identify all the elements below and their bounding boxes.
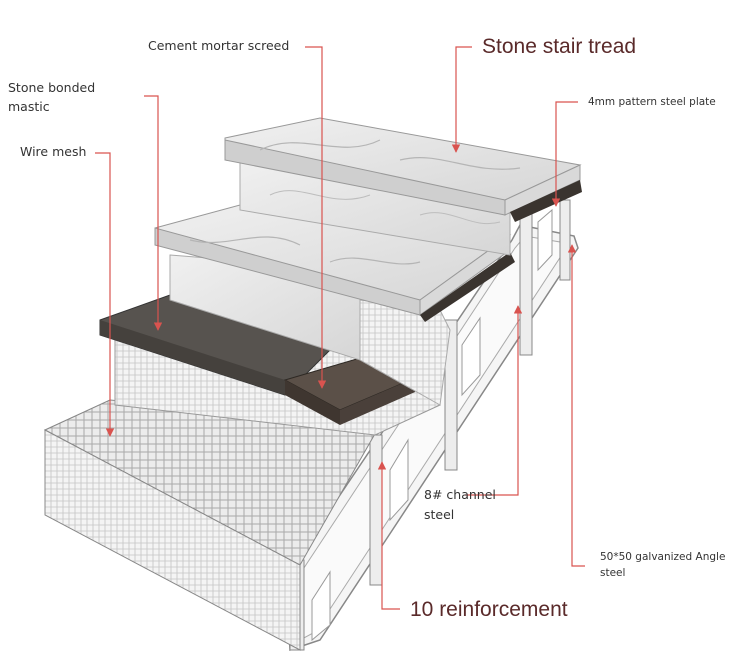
leader-stone-stair-tread	[451, 46, 472, 153]
leader-lines	[95, 46, 585, 610]
leader-pattern-steel-plate	[551, 101, 578, 207]
angle-steel-post	[369, 434, 383, 586]
label-reinforcement: 10 reinforcement	[410, 598, 568, 621]
third-step	[154, 204, 515, 406]
pattern-steel-plate-top	[510, 180, 582, 222]
label-cement-mortar-screed: Cement mortar screed	[148, 38, 290, 53]
label-stone-bonded-mastic-1: Stone bonded	[8, 80, 96, 95]
label-angle-steel-2: steel	[600, 567, 626, 579]
angle-steel-post	[519, 204, 533, 356]
label-wire-mesh: Wire mesh	[20, 144, 87, 159]
leader-reinforcement	[377, 461, 400, 610]
label-angle-steel-1: 50*50 galvanized Angle	[600, 551, 726, 563]
pattern-steel-plate	[420, 252, 515, 322]
leader-channel-steel	[465, 305, 523, 496]
label-stone-bonded-mastic-2: mastic	[8, 99, 50, 114]
leader-angle-steel	[567, 244, 585, 567]
label-channel-steel-2: steel	[424, 507, 455, 522]
label-channel-steel-1: 8# channel	[424, 487, 496, 502]
wire-mesh-front	[44, 429, 301, 651]
angle-steel-post	[559, 199, 571, 281]
leader-stone-bonded-mastic	[144, 95, 163, 331]
leader-cement-mortar-screed	[305, 46, 327, 389]
leader-wire-mesh	[95, 152, 115, 437]
label-pattern-steel-plate: 4mm pattern steel plate	[588, 96, 716, 108]
angle-steel-post	[444, 319, 458, 471]
bottom-step	[43, 399, 381, 651]
label-stone-stair-tread: Stone stair tread	[482, 35, 637, 58]
top-step	[224, 117, 582, 256]
